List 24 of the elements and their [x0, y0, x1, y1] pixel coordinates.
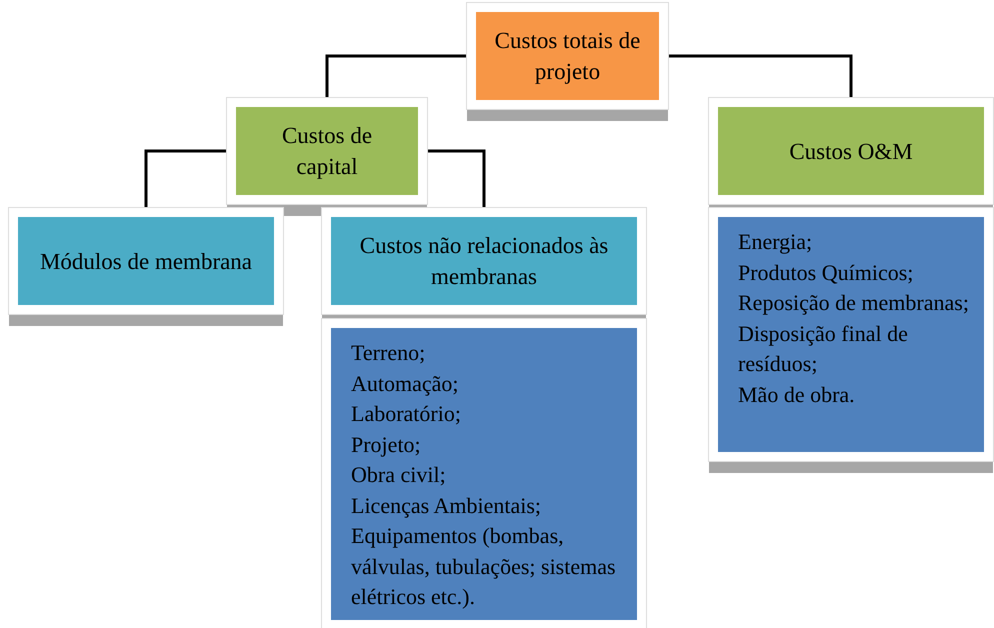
- list-item: Laboratório;: [351, 400, 462, 428]
- list-item: Licenças Ambientais;: [351, 492, 542, 520]
- node-label: Custos não relacionados às membranas: [358, 232, 610, 291]
- node-label: Custos de capital: [280, 122, 374, 181]
- list-item: Terreno;: [351, 339, 426, 367]
- list-item: Produtos Químicos;: [738, 258, 914, 286]
- list-item: Automação;: [351, 370, 460, 398]
- list-item: Mão de obra.: [738, 380, 856, 408]
- list-item: Reposição de membranas;: [738, 289, 970, 317]
- subcategory-box: [18, 217, 274, 305]
- subcategory-box: [331, 217, 637, 305]
- list-item: Projeto;: [351, 430, 422, 459]
- category-box: [718, 107, 984, 195]
- item-list-box: [331, 328, 637, 620]
- category-box: [236, 107, 418, 195]
- list-item: Energia;: [738, 228, 814, 256]
- node-label: Módulos de membrana: [40, 248, 252, 276]
- list-item: Equipamentos (bombas, válvulas, tubulações; sistemas elétricos etc.).: [351, 522, 617, 611]
- list-item: Obra civil;: [351, 461, 447, 489]
- item-list-box: [718, 217, 984, 452]
- node-label: Custos O&M: [789, 138, 913, 166]
- node-label: Custos totais de projeto: [494, 27, 642, 86]
- root-box: [476, 12, 659, 100]
- list-item: Disposição final de resíduos;: [738, 320, 909, 378]
